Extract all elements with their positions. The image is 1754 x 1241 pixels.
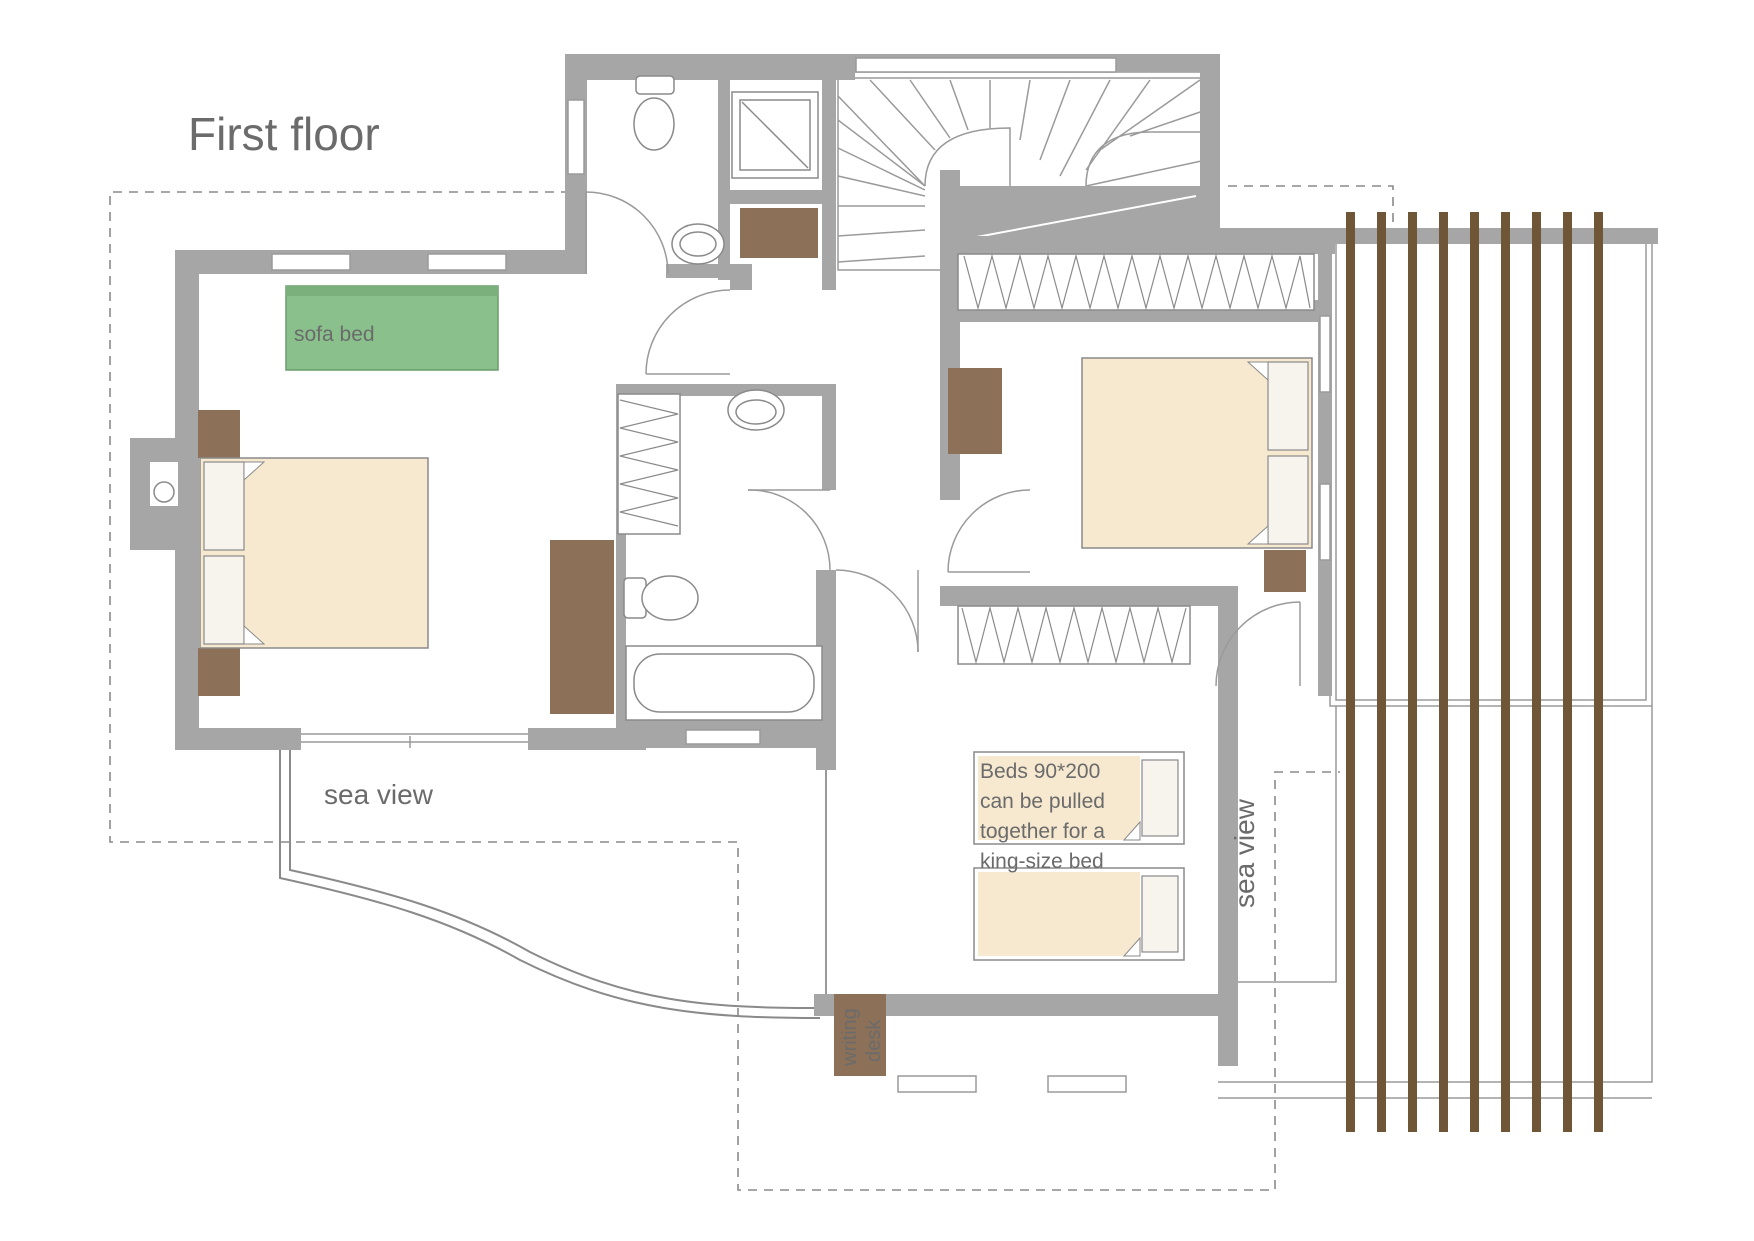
plan-title: First floor: [188, 108, 380, 160]
beds-note-line2: can be pulled: [980, 790, 1105, 813]
curved-balcony: [279, 748, 821, 1019]
wardrobe-top-right: [957, 253, 1315, 311]
sofa-label: sofa bed: [294, 323, 375, 346]
writing-desk: writing desk: [834, 994, 886, 1076]
pergola: [1346, 212, 1603, 1132]
sea-view-label-left: sea view: [324, 779, 434, 810]
sofa-bed: sofa bed: [285, 285, 499, 371]
bathtub: [625, 645, 823, 721]
shower-tray: [731, 91, 819, 179]
toilet-center: [623, 575, 699, 621]
twin-bed-lower: [973, 867, 1185, 961]
beds-note-line1: Beds 90*200: [980, 760, 1100, 783]
washbasin-center: [727, 389, 785, 431]
desk-label-line2: desk: [863, 1019, 885, 1062]
bed-left: [199, 457, 429, 649]
desk-label-line1: writing: [839, 1008, 861, 1067]
fireplace-grate: [153, 481, 175, 503]
windows: [271, 57, 1331, 1093]
wardrobe-lower-right: [957, 605, 1191, 665]
bed-right: [1081, 357, 1313, 549]
door-swings: [585, 191, 1301, 687]
beds-note: Beds 90*200 can be pulled together for a…: [980, 760, 1105, 873]
wardrobe-hall: [617, 393, 681, 535]
toilet-top: [633, 75, 675, 151]
beds-note-line4: king-size bed: [980, 850, 1104, 873]
cabinets: [198, 208, 1306, 714]
sliding-door: [301, 733, 528, 748]
twin-bed-upper: [973, 751, 1185, 845]
washbasin-top: [671, 223, 725, 265]
beds-note-line3: together for a: [980, 820, 1105, 843]
sea-view-label-right: sea view: [1229, 798, 1260, 908]
